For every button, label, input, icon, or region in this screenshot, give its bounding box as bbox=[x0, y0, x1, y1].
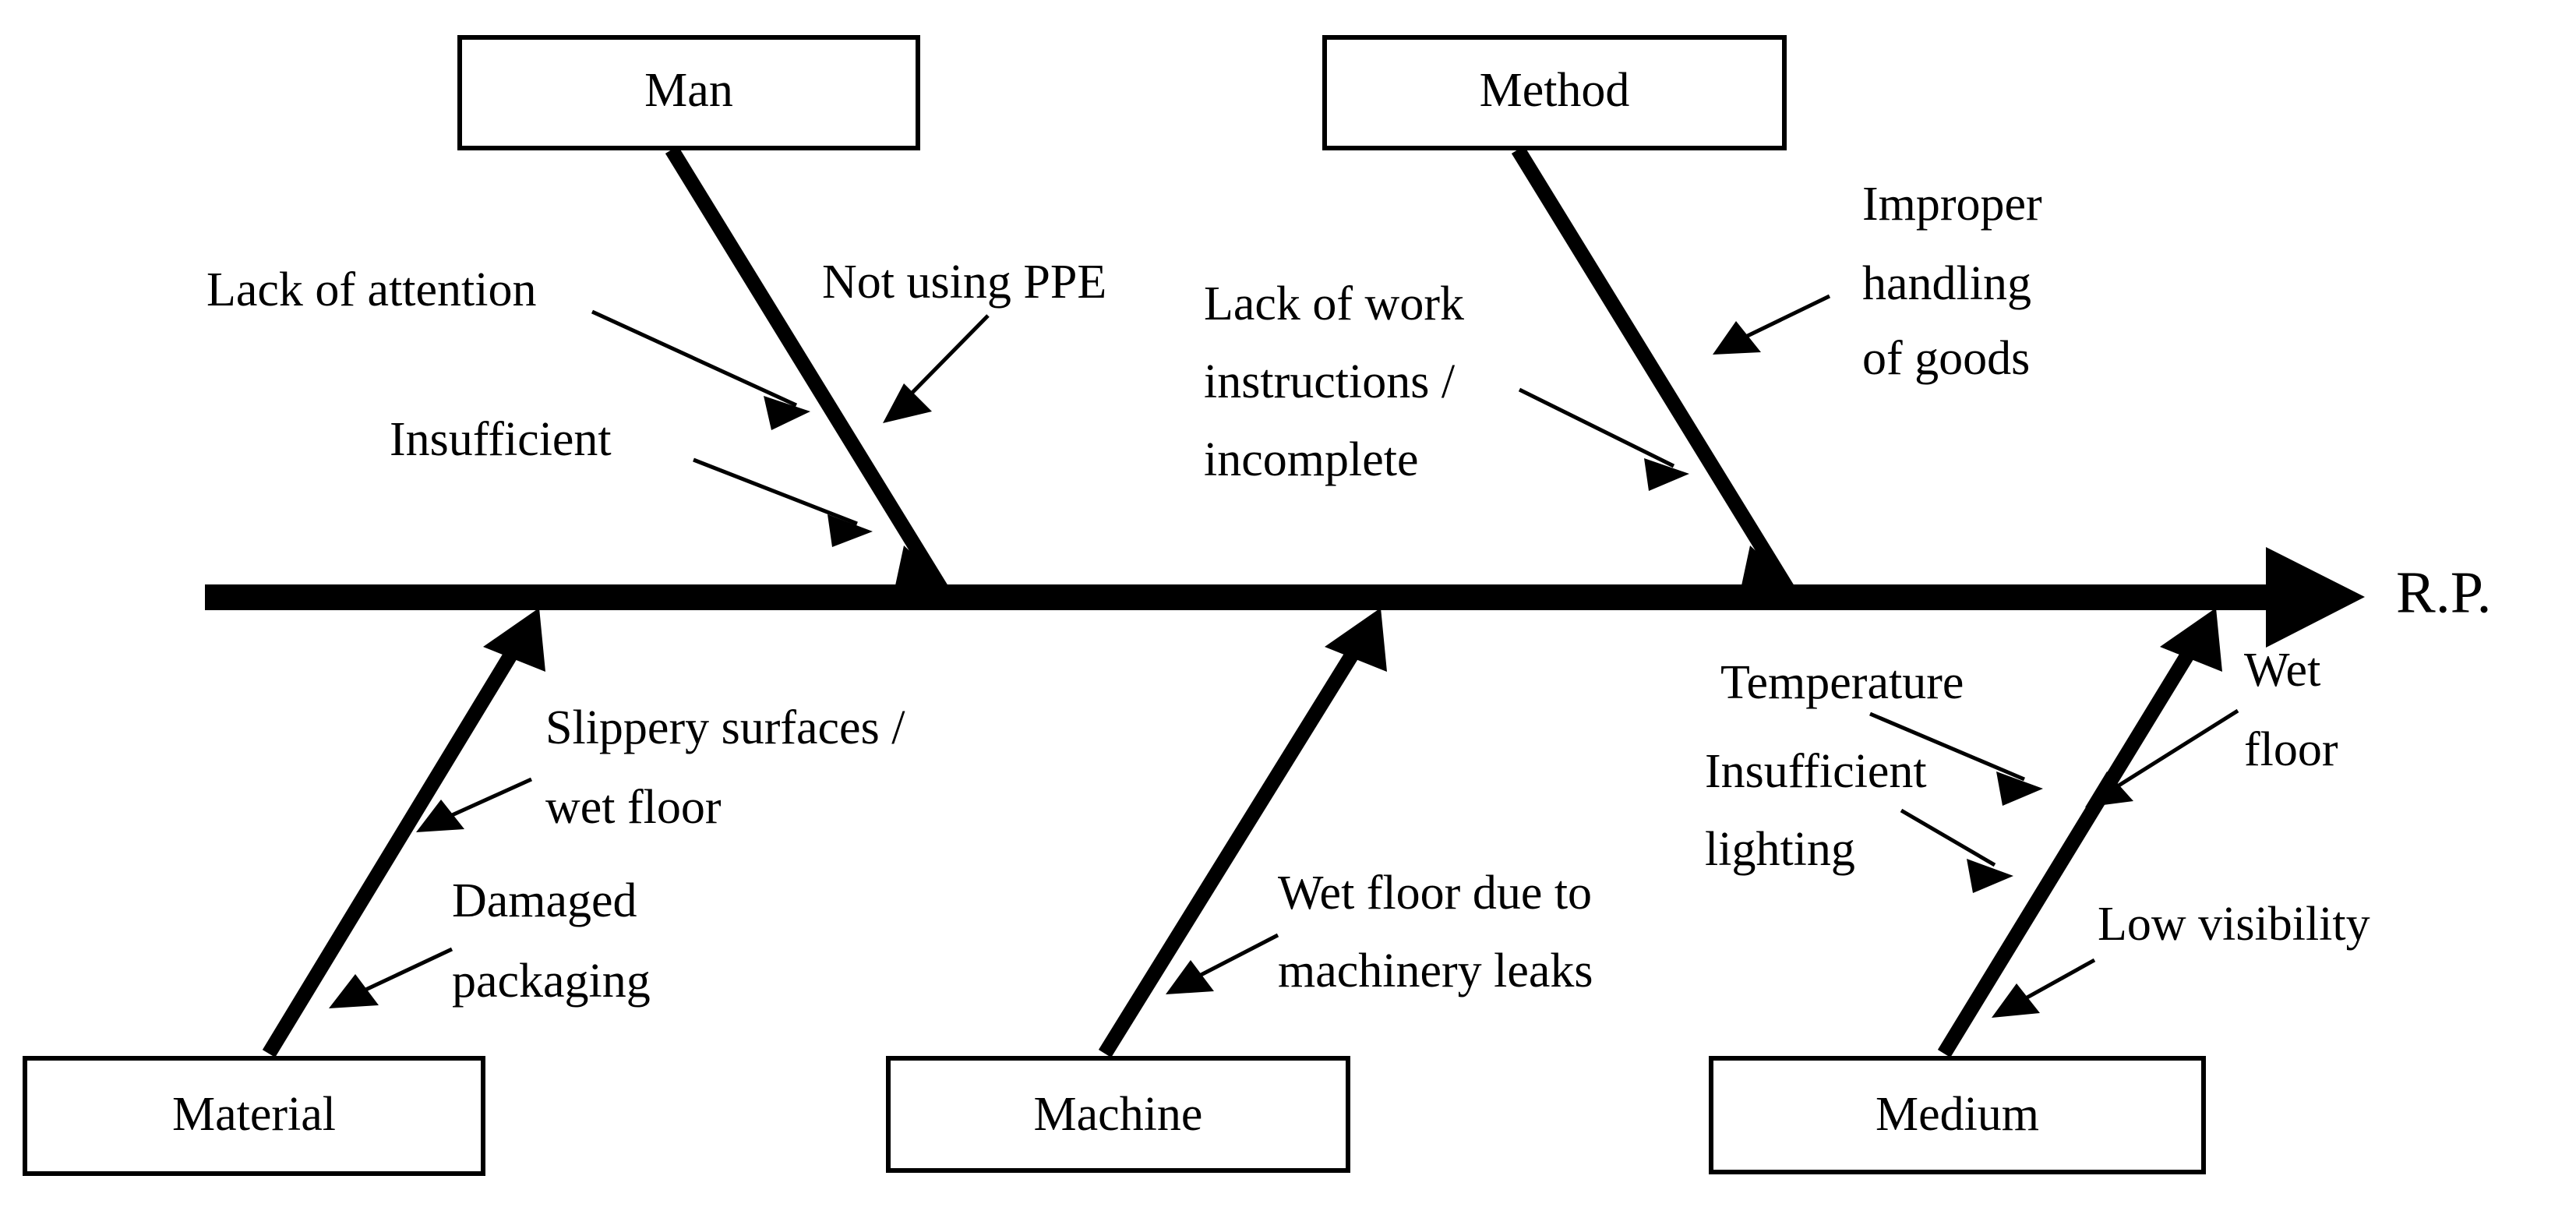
category-box-method[interactable] bbox=[1322, 35, 1787, 150]
cause-label-insufficient-light-2: lighting bbox=[1705, 823, 1855, 876]
cause-label-lack-of-work-2: instructions / bbox=[1204, 355, 1456, 408]
cause-label-wetfloor-machine-1: Wet floor due to bbox=[1278, 867, 1592, 920]
leader-wet-floor bbox=[2102, 708, 2239, 797]
leader-head-not-using-ppe bbox=[883, 383, 932, 423]
leader-insufficient-lighting bbox=[1900, 808, 1996, 867]
cause-label-improper-2: handling bbox=[1862, 257, 2031, 310]
category-label-man: Man bbox=[644, 64, 733, 117]
bone-material-arrowhead bbox=[483, 608, 545, 672]
cause-medium-wet-floor: Wet floor bbox=[2085, 644, 2338, 807]
category-method[interactable]: Method bbox=[1322, 35, 1806, 598]
bone-medium-arrowhead bbox=[2160, 608, 2222, 672]
cause-method-improper-handling: Improper handling of goods bbox=[1713, 178, 2042, 385]
leader-head-temperature bbox=[1996, 771, 2043, 806]
leader-head-wet-floor-leaks bbox=[1166, 960, 1214, 994]
spine-group bbox=[205, 547, 2365, 648]
cause-medium-insufficient-lighting: Insufficient lighting bbox=[1705, 745, 2013, 893]
category-box-machine[interactable] bbox=[886, 1056, 1350, 1173]
bone-material bbox=[262, 620, 537, 1057]
cause-label-improper-1: Improper bbox=[1862, 178, 2042, 231]
cause-man-insufficient: Insufficient bbox=[390, 413, 873, 547]
spine-shaft bbox=[205, 584, 2266, 610]
bone-man-arrowhead bbox=[895, 545, 960, 598]
category-man[interactable]: Man bbox=[457, 35, 960, 598]
leader-head-damaged-packaging bbox=[329, 974, 379, 1008]
cause-medium-low-visibility: Low visibility bbox=[1992, 898, 2370, 1018]
cause-label-low-visibility: Low visibility bbox=[2098, 898, 2370, 951]
leader-head-insufficient-man bbox=[827, 514, 873, 547]
bone-method bbox=[1511, 146, 1798, 598]
category-box-medium[interactable] bbox=[1709, 1056, 2206, 1174]
cause-label-damaged-1: Damaged bbox=[452, 874, 637, 927]
category-label-method: Method bbox=[1480, 64, 1630, 117]
category-machine[interactable]: Machine bbox=[886, 608, 1387, 1173]
category-label-material: Material bbox=[172, 1088, 336, 1141]
cause-label-slippery-1: Slippery surfaces / bbox=[545, 701, 905, 754]
leader-head-slippery-surfaces bbox=[416, 800, 464, 832]
cause-material-damaged-packaging: Damaged packaging bbox=[329, 874, 651, 1008]
bone-machine-arrowhead bbox=[1325, 608, 1387, 672]
cause-label-wet-floor-2: floor bbox=[2244, 723, 2338, 776]
cause-man-lack-of-attention: Lack of attention bbox=[206, 263, 810, 430]
cause-label-wetfloor-machine-2: machinery leaks bbox=[1278, 944, 1593, 997]
cause-man-not-using-ppe: Not using PPE bbox=[822, 256, 1106, 423]
category-medium[interactable]: Medium bbox=[1709, 608, 2222, 1174]
leader-head-lack-of-work bbox=[1644, 458, 1689, 491]
effect-label: R.P. bbox=[2396, 560, 2492, 625]
leader-head-lack-of-attention bbox=[764, 396, 810, 430]
leader-lack-of-attention bbox=[591, 309, 798, 408]
cause-label-lack-of-attention: Lack of attention bbox=[206, 263, 537, 316]
category-label-machine: Machine bbox=[1034, 1088, 1203, 1141]
cause-label-lack-of-work-3: incomplete bbox=[1204, 433, 1418, 486]
cause-label-insufficient-light-1: Insufficient bbox=[1705, 745, 1927, 798]
leader-head-low-visibility bbox=[1992, 983, 2040, 1018]
cause-label-not-using-ppe: Not using PPE bbox=[822, 256, 1106, 309]
bone-medium bbox=[1937, 620, 2214, 1057]
cause-label-improper-3: of goods bbox=[1862, 332, 2030, 385]
cause-label-temperature: Temperature bbox=[1720, 656, 1964, 709]
cause-medium-temperature: Temperature bbox=[1720, 656, 2043, 806]
bone-method-arrowhead bbox=[1741, 545, 1806, 598]
leader-head-wet-floor bbox=[2085, 771, 2133, 807]
spine-arrowhead bbox=[2266, 547, 2365, 648]
leader-insufficient-man bbox=[693, 457, 858, 526]
cause-label-insufficient-man: Insufficient bbox=[390, 413, 612, 466]
bone-machine bbox=[1098, 619, 1378, 1058]
cause-label-slippery-2: wet floor bbox=[545, 781, 722, 834]
category-box-man[interactable] bbox=[457, 35, 920, 150]
bone-man bbox=[665, 146, 951, 598]
category-label-medium: Medium bbox=[1876, 1088, 2039, 1141]
leader-temperature bbox=[1869, 711, 2025, 782]
cause-label-lack-of-work-1: Lack of work bbox=[1204, 277, 1464, 330]
category-box-material[interactable] bbox=[23, 1056, 485, 1176]
leader-head-insufficient-lighting bbox=[1967, 859, 2013, 893]
category-material[interactable]: Material bbox=[23, 608, 545, 1176]
leader-lack-of-work bbox=[1518, 387, 1675, 468]
cause-label-damaged-2: packaging bbox=[452, 955, 651, 1008]
cause-material-slippery-surfaces: Slippery surfaces / wet floor bbox=[416, 701, 905, 834]
cause-machine-wet-floor-leaks: Wet floor due to machinery leaks bbox=[1166, 867, 1593, 997]
cause-label-wet-floor-1: Wet bbox=[2244, 644, 2320, 697]
leader-head-improper-handling bbox=[1713, 321, 1761, 355]
cause-method-lack-of-work-instructions: Lack of work instructions / incomplete bbox=[1204, 277, 1689, 491]
